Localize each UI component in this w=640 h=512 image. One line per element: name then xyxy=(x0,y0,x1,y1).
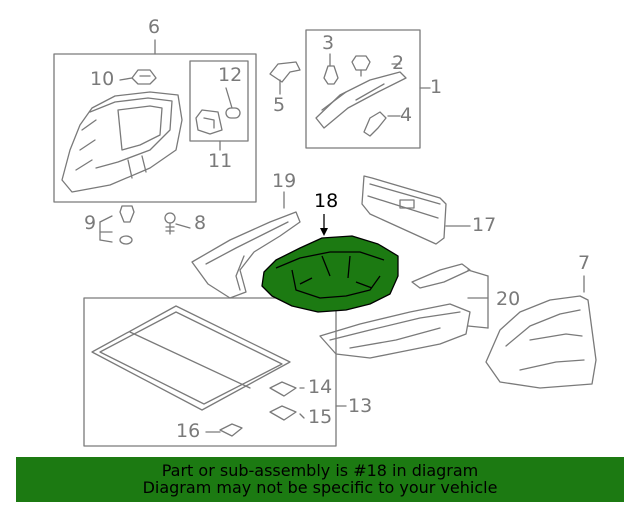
callout-6: 6 xyxy=(148,16,161,38)
banner-line-1: Part or sub-assembly is #18 in diagram xyxy=(161,461,479,480)
cover-14-icon xyxy=(269,381,297,397)
cover-15-icon xyxy=(269,405,297,421)
bracket-11-icon xyxy=(195,109,223,135)
group-11-box xyxy=(189,60,249,142)
callout-1: 1 xyxy=(430,76,443,98)
cap-12-icon xyxy=(225,107,241,119)
callout-5: 5 xyxy=(273,94,286,116)
callout-20: 20 xyxy=(496,288,521,310)
grommet-2-icon xyxy=(351,55,371,77)
side-trim-panel-right-icon xyxy=(485,295,597,389)
callout-15: 15 xyxy=(308,406,333,428)
callout-11: 11 xyxy=(208,150,233,172)
callout-4: 4 xyxy=(400,104,413,126)
floor-side-19-icon xyxy=(191,211,301,299)
callout-13: 13 xyxy=(348,395,373,417)
info-banner: Part or sub-assembly is #18 in diagram D… xyxy=(16,457,624,502)
callout-19: 19 xyxy=(272,170,297,192)
callout-8: 8 xyxy=(194,212,207,234)
callout-10: 10 xyxy=(90,68,115,90)
callout-9: 9 xyxy=(84,212,97,234)
callout-7: 7 xyxy=(578,252,591,274)
fastener-9-icon xyxy=(119,205,135,245)
cover-16-icon xyxy=(219,423,243,437)
rail-1-icon xyxy=(315,71,407,129)
highlighted-part-18-tray-icon xyxy=(261,235,399,313)
side-trim-panel-left-icon xyxy=(61,91,183,193)
callout-12: 12 xyxy=(218,64,243,86)
group-13-box xyxy=(83,297,337,447)
callout-17: 17 xyxy=(472,214,497,236)
callout-14: 14 xyxy=(308,376,333,398)
callout-3: 3 xyxy=(322,32,335,54)
bolt-8-icon xyxy=(164,212,176,235)
callout-16: 16 xyxy=(176,420,201,442)
cargo-cover-13-icon xyxy=(91,305,291,411)
back-panel-17-icon xyxy=(361,175,447,245)
banner-line-2: Diagram may not be specific to your vehi… xyxy=(142,478,498,497)
arrow-18-head xyxy=(320,228,328,236)
parts-diagram xyxy=(53,29,597,447)
callout-2: 2 xyxy=(392,52,405,74)
hook-5-icon xyxy=(269,61,301,83)
clip-3-icon xyxy=(323,65,339,85)
group-1-box xyxy=(305,29,421,149)
callout-18: 18 xyxy=(314,190,339,212)
clip-10-icon xyxy=(131,69,157,85)
bracket-4-icon xyxy=(363,111,387,137)
